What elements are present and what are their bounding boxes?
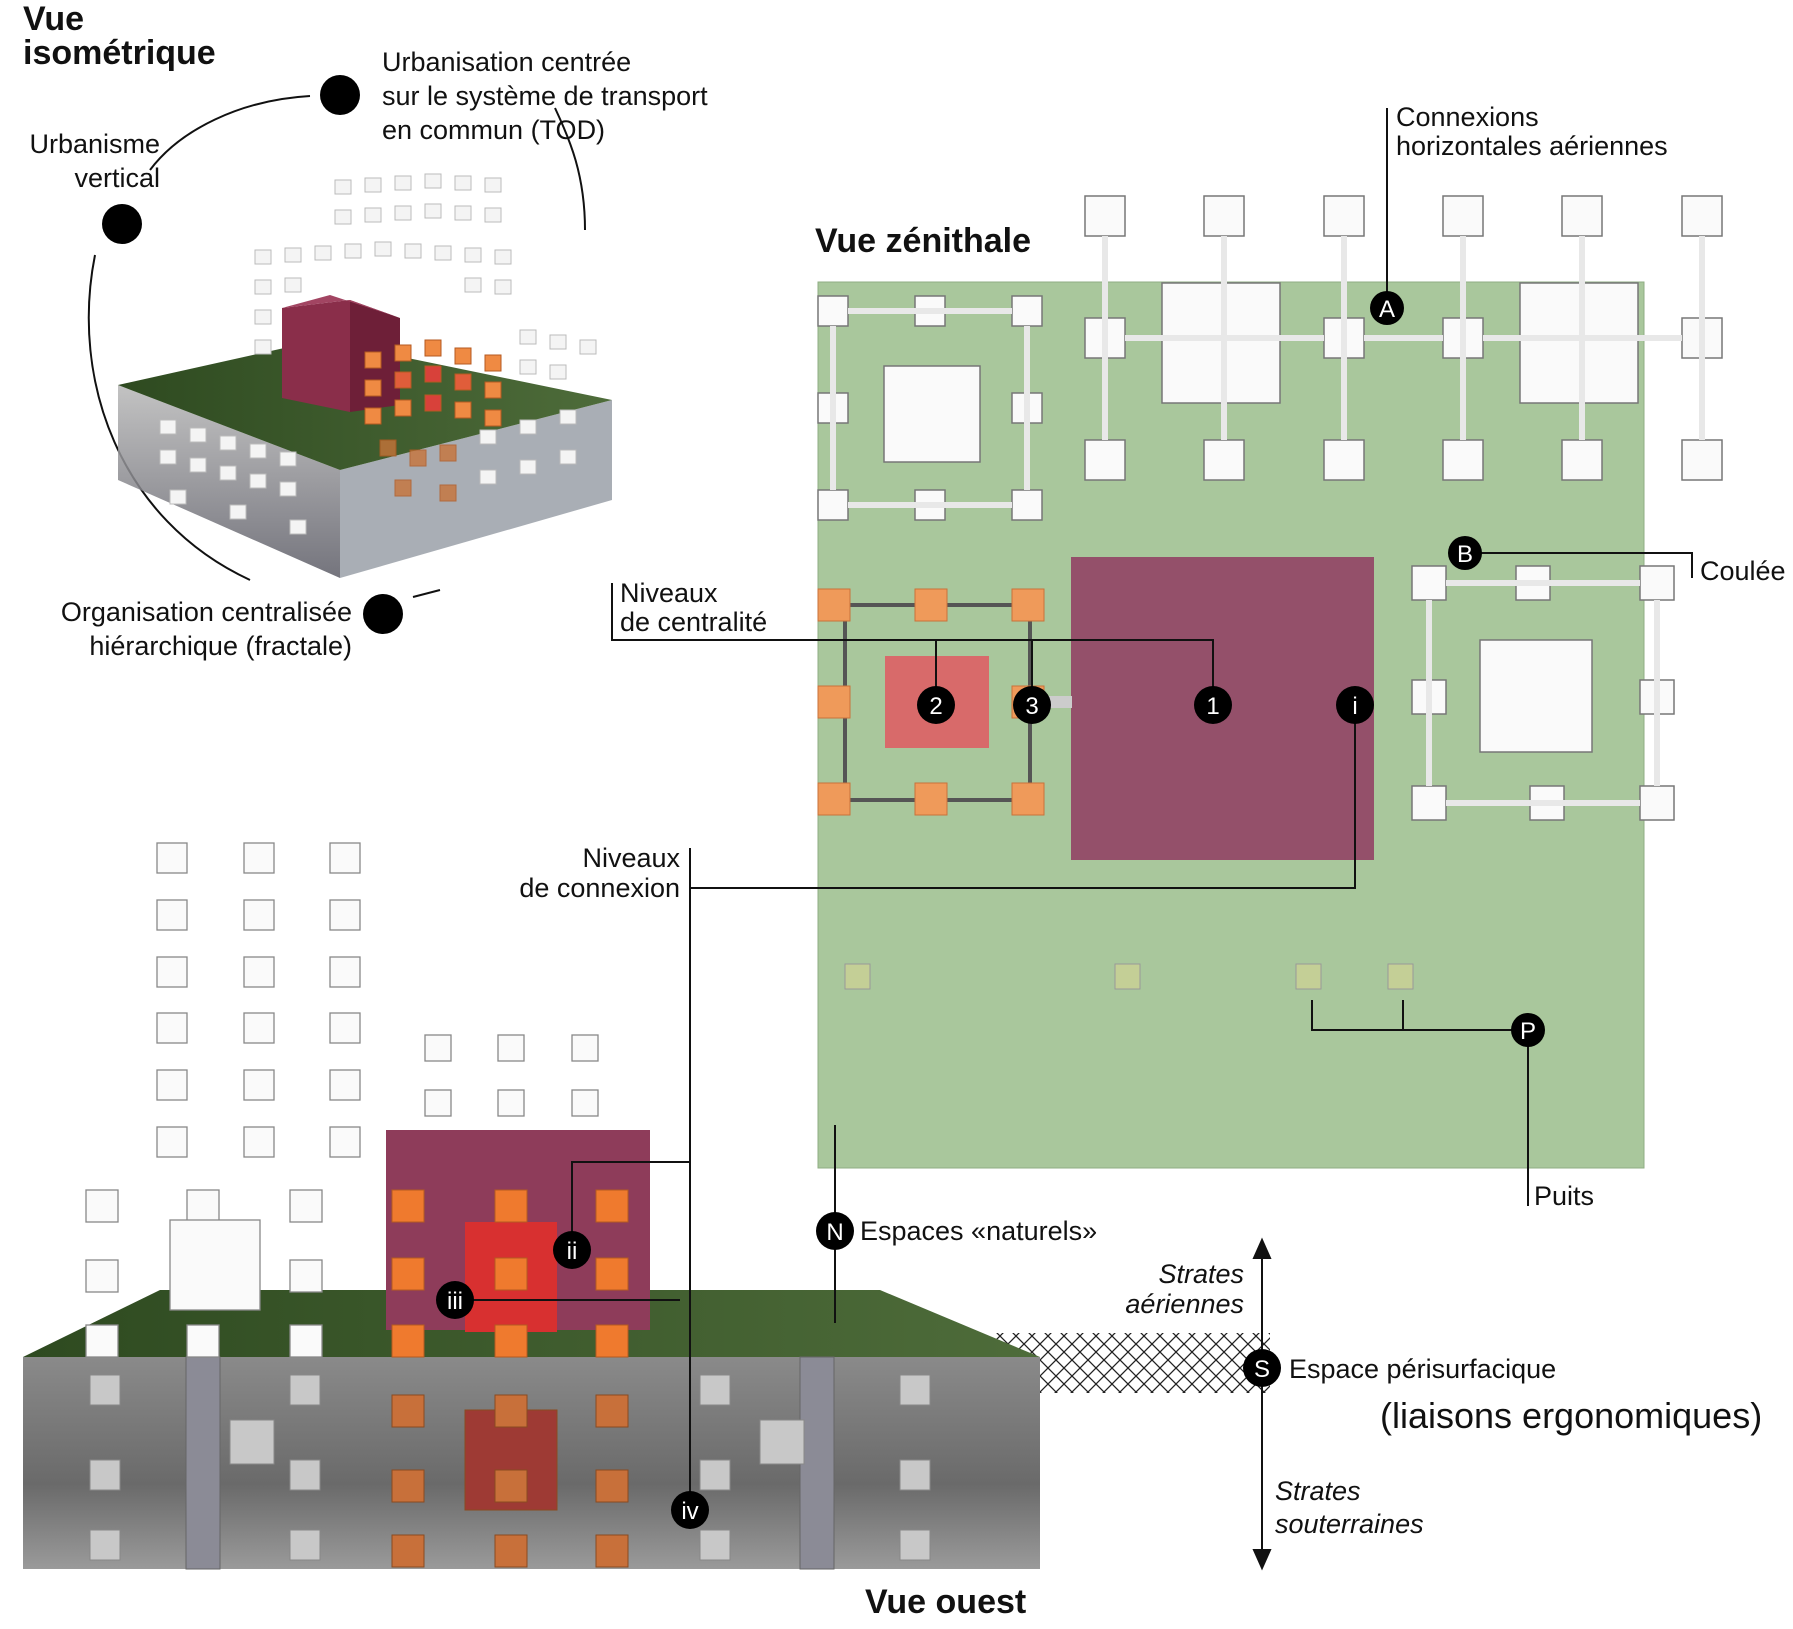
marker-i-label: i: [1352, 693, 1357, 720]
marker-ii-label: ii: [567, 1238, 578, 1265]
west-white-towers: [85, 842, 599, 1358]
west-leaders: [455, 848, 836, 1510]
marker-A: [1370, 291, 1404, 325]
title-zenith: Vue zénithale: [815, 222, 1032, 260]
label-centralite-2: de centralité: [620, 607, 768, 637]
marker-P-label: P: [1520, 1018, 1536, 1045]
marker-N: [816, 1212, 854, 1250]
label-naturels: Espaces «naturels»: [860, 1216, 1098, 1246]
west-columns: [185, 1356, 835, 1570]
label-coulee: Coulée: [1700, 556, 1786, 586]
zenith-view: [611, 108, 1723, 1206]
iso-orange-cubes: [364, 339, 502, 502]
marker-S-label: S: [1254, 1356, 1270, 1383]
zenith-connections: [830, 236, 1705, 806]
marker-B: [1448, 536, 1482, 570]
label-ergonomiques: (liaisons ergonomiques): [1380, 1395, 1763, 1436]
marker-1: [1194, 686, 1232, 724]
label-connexions-1: Connexions: [1396, 102, 1539, 132]
west-orange-cubes: [391, 1189, 629, 1358]
marker-B-label: B: [1457, 541, 1473, 568]
iso-marker-tod: [320, 75, 360, 115]
isometric-view: [87, 75, 612, 634]
marker-2: [917, 686, 955, 724]
strata-arrow: [1252, 1237, 1272, 1571]
label-centralite-1: Niveaux: [620, 578, 718, 608]
label-strates-sout-2: souterraines: [1275, 1509, 1424, 1539]
label-tod-2: sur le système de transport: [382, 81, 708, 111]
iso-white-cubes: [159, 173, 597, 535]
marker-S: [1243, 1349, 1281, 1387]
label-perisurface: Espace périsurfacique: [1289, 1354, 1557, 1384]
west-view: [23, 842, 1281, 1571]
label-puits: Puits: [1534, 1181, 1595, 1211]
marker-A-label: A: [1379, 296, 1395, 323]
label-tod-3: en commun (TOD): [382, 115, 606, 145]
marker-ii: [553, 1231, 591, 1269]
marker-iii: [436, 1281, 474, 1319]
marker-3: [1013, 686, 1051, 724]
west-underground-orange: [391, 1394, 629, 1568]
iso-arc: [87, 95, 586, 598]
label-org-1: Organisation centralisée: [60, 597, 352, 627]
marker-iv-label: iv: [681, 1498, 698, 1525]
zenith-wells: [844, 963, 1414, 990]
label-strates-sout-1: Strates: [1275, 1476, 1361, 1506]
label-vertical-1: Urbanisme: [29, 129, 160, 159]
marker-1-label: 1: [1206, 693, 1219, 720]
iso-maroon-cube-top: [282, 295, 400, 318]
marker-2-label: 2: [929, 693, 942, 720]
label-org-2: hiérarchique (fractale): [89, 631, 352, 661]
marker-3-label: 3: [1025, 693, 1038, 720]
marker-N-label: N: [826, 1219, 843, 1246]
iso-ground-front: [340, 400, 612, 578]
west-underground-cubes: [89, 1374, 931, 1561]
label-connexions-2: horizontales aériennes: [1396, 131, 1668, 161]
zenith-leaders: [611, 108, 1693, 1206]
title-west: Vue ouest: [865, 1583, 1027, 1621]
label-vertical-2: vertical: [74, 163, 160, 193]
title-iso-1: Vue: [23, 0, 85, 38]
marker-iii-label: iii: [447, 1288, 463, 1315]
marker-i: [1336, 686, 1374, 724]
label-connexion-1: Niveaux: [582, 843, 680, 873]
label-tod-1: Urbanisation centrée: [382, 47, 632, 77]
iso-marker-vertical: [102, 204, 142, 244]
marker-iv: [671, 1491, 709, 1529]
iso-marker-org: [363, 594, 403, 634]
label-strates-aer-2: aériennes: [1125, 1289, 1244, 1319]
marker-letters: A B 1 2 3 i P ii iii iv N S: [447, 296, 1536, 1525]
iso-maroon-cube-front: [282, 300, 350, 412]
label-connexion-2: de connexion: [519, 873, 680, 903]
title-iso-2: isométrique: [23, 34, 216, 72]
marker-P: [1511, 1013, 1545, 1047]
label-strates-aer-1: Strates: [1158, 1259, 1244, 1289]
